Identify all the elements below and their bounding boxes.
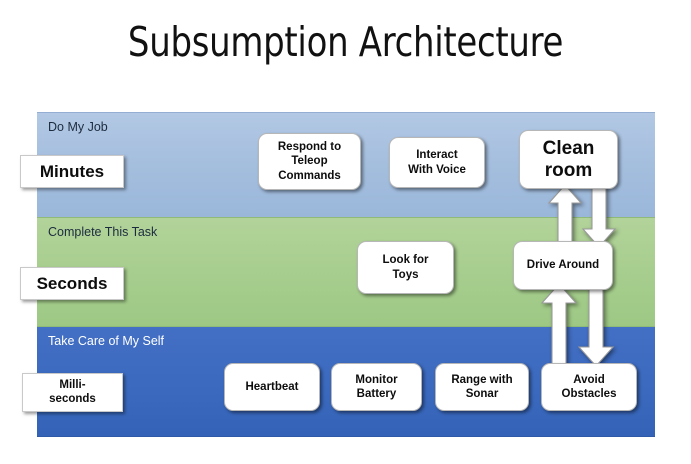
arrow-up-drive-around-to-clean-room — [547, 184, 583, 248]
arrow-down-drive-around-to-avoid-obstacles — [577, 283, 615, 367]
arrow-up-avoid-obstacles-to-drive-around — [540, 283, 578, 367]
timescale-milliseconds: Milli-seconds — [22, 373, 123, 412]
timescale-minutes: Minutes — [20, 155, 124, 188]
behavior-box-heartbeat: Heartbeat — [224, 363, 320, 411]
arrow-down-clean-room-to-drive-around — [581, 184, 617, 248]
layer-label-take-care-of-my-self: Take Care of My Self — [48, 334, 165, 348]
page-title: Subsumption Architecture — [127, 18, 564, 66]
behavior-box-drive-around: Drive Around — [513, 241, 613, 290]
layer-label-complete-this-task: Complete This Task — [48, 225, 158, 239]
layer-label-do-my-job: Do My Job — [48, 120, 108, 134]
timescale-seconds: Seconds — [20, 267, 124, 300]
